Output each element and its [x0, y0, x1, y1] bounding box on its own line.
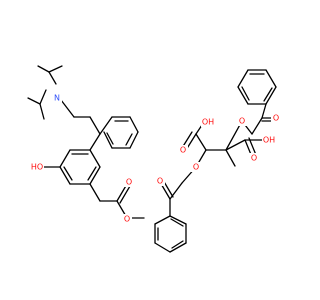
atom-label-bottom-carbonyl-o: O	[157, 177, 163, 186]
atom-label-left-acid-carbonyl-o: O	[180, 146, 186, 155]
structure-canvas: N HO O O	[27, 65, 281, 253]
atom-label-top-ester-o: O	[239, 117, 245, 126]
atom-label-right-acid-oh: OH	[263, 136, 275, 145]
atom-label-left-acid-oh: OH	[202, 118, 214, 127]
atom-label-bottom-ester-o: O	[193, 163, 199, 172]
bonds-amine-phenol	[27, 65, 145, 219]
molecule-amine-phenol: N HO O O	[27, 65, 145, 224]
atom-label-ester-o: O	[124, 215, 130, 224]
atom-label-top-carbonyl-o: O	[273, 114, 279, 123]
atom-labels-amine-phenol: N HO O O	[30, 93, 134, 224]
atom-labels-dibenzoyl-tartaric-acid: O O OH O OH O O O	[155, 113, 281, 186]
molecule-dibenzoyl-tartaric-acid: O O OH O OH O O O	[154, 69, 281, 253]
atom-label-n: N	[54, 94, 60, 103]
atom-label-carbonyl-o: O	[126, 178, 132, 187]
atom-label-hydroxy-o: HO	[31, 163, 43, 172]
atom-label-right-acid-carbonyl-o: O	[251, 154, 257, 163]
